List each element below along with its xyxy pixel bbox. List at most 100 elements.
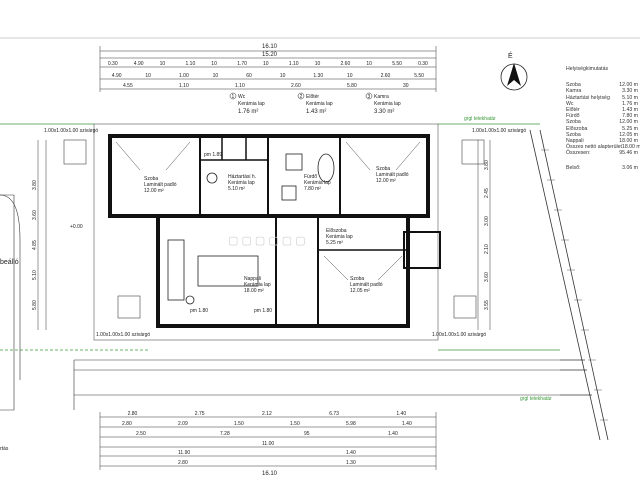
seepage-label-2: 1.00x1.00x1.00 szivárgó [472,128,526,134]
dimension-value: 60 [246,73,252,79]
callout-room-name: Előtér [306,94,319,100]
right-dimension-value: 2.45 [484,188,490,198]
bottom-dimension-value: 1.30 [346,460,356,466]
property-line-label-top: grgl telekhatár [464,116,496,122]
room-area: 5.10 m² [228,186,245,192]
bottom-dimension-value: 2.50 [136,431,146,437]
dimension-value: 5.50 [392,61,402,67]
room-floor: Kerámia lap [244,282,271,288]
right-dimension-value: 3.55 [484,300,490,310]
north-label: É [508,51,513,60]
left-dimensions: 3.803.604.855.105.80 [32,180,38,310]
room-schedule-value: 18.00 m [619,138,638,145]
bath-fixtures [167,153,335,305]
seepage-label-4: 1.00x1.00x1.00 szivárgó [432,332,486,338]
room-floor: Kerámia lap [304,180,331,186]
room-name: Nappali [244,276,261,282]
dimension-value: 10 [160,61,166,67]
dimension-value: 10 [280,73,286,79]
callout-number: 2 [300,94,303,100]
dimension-value: 1.10 [179,83,189,89]
dimension-value: 4.90 [112,73,122,79]
room-schedule-name: Szoba [566,131,581,138]
room-schedule-row: Wc 1.76 m [566,101,638,107]
room-schedule-value: 3.30 m [622,88,638,95]
pm-marker-1: pm 1.89 [204,152,222,158]
pm-marker-2: pm 1.80 [190,308,208,314]
bottom-dimension-value: 6.73 [329,411,339,417]
bottom-dimension-value: 2.09 [178,421,188,427]
room-schedule-name: Előtér [566,107,580,114]
room-name: Szoba [350,276,364,282]
room-area: 12.05 m² [350,288,370,294]
right-dimensions: 3.802.453.002.103.603.55 [484,160,490,310]
dimension-value: 10 [263,61,269,67]
callout-number: 3 [368,94,371,100]
right-dimension-value: 3.60 [484,272,490,282]
room-schedule-value: 18.00 m [621,144,640,151]
room-schedule-value: 7.80 m [622,113,638,120]
room-area: 7.80 m² [304,186,321,192]
bottom-dimension-value: 1.40 [396,411,406,417]
property-lines [0,123,560,351]
room-area: 12.00 m² [144,188,164,194]
room-floor: Laminált padló [144,182,177,188]
bottom-dimension-value: 2.80 [122,421,132,427]
room-name: Szoba [376,166,390,172]
left-dimension-value: 3.80 [32,180,38,190]
left-dimension-value: 3.60 [32,210,38,220]
dimension-value: 1.10 [186,61,196,67]
bottom-dimension-value: 5.98 [346,421,356,427]
room-name: Háztartási h. [228,174,256,180]
bottom-dimension-value: 1.40 [388,431,398,437]
room-schedule-name: Kamra [566,88,582,95]
seepage-pits [63,139,485,319]
bottom-dimension-value: 1.40 [346,450,356,456]
left-dimension-lines [37,140,47,330]
callout-circle [229,92,237,100]
right-dimension-value: 3.00 [484,216,490,226]
seepage-label-3: 1.00x1.00x1.00 szivárgó [96,332,150,338]
room-schedule-value: 5.10 m [622,94,638,101]
dimension-value: 10 [145,73,151,79]
dimension-value: 1.00 [179,73,189,79]
bottom-dimension-value: 11.00 [262,441,274,447]
watermark: ▢ ▢ ▢ ▢ ▢ ▢ [228,235,306,247]
belso-label: Belső: [566,164,581,171]
room-schedule-name: Fürdő [566,113,580,120]
right-boundary-hatch [541,149,608,421]
dimension-value: 5.80 [347,83,357,89]
dimension-value: 1.10 [235,83,245,89]
room-area: 18.00 m² [244,288,264,294]
dimension-value: 10 [315,61,321,67]
room-schedule-name: Wc [566,100,574,107]
bottom-dimension-value: 1.50 [290,421,300,427]
building-walls [108,134,441,328]
parking-label: beálló [0,259,19,266]
callout-area: 3.30 m² [374,109,394,115]
left-note: rtás [0,446,9,452]
room-schedule-row: Összesen:95.46 m [566,150,638,156]
left-dimension-value: 5.10 [32,270,38,280]
room-schedule-name: Összes nettó alapterület [566,144,622,151]
bottom-dimension-value: 2.75 [195,411,205,417]
right-dimension-lines [477,140,491,330]
dimension-value: 0.30 [108,61,118,67]
room-schedule-value: 12.05 m [619,131,638,138]
pm-marker-3: pm 1.80 [254,308,272,314]
top-dimensions [99,46,437,92]
room-schedule-value: 1.76 m [622,100,638,107]
room-schedule-row: Kamra 3.30 m [566,88,638,94]
callout-circle [297,92,305,100]
right-dimension-value: 3.80 [484,160,490,170]
parking-area [0,194,21,411]
